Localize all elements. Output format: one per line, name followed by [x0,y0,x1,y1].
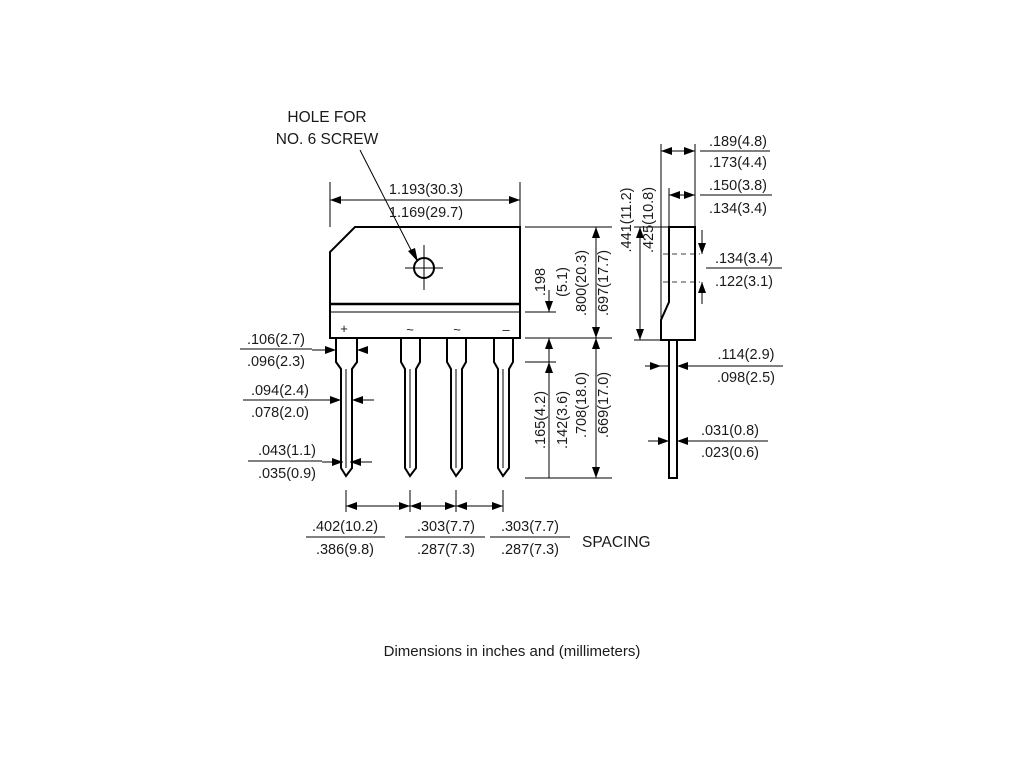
svg-text:.106(2.7): .106(2.7) [247,332,305,348]
svg-text:.198: .198 [533,268,549,296]
dim-front-vertical: .198 (5.1) .800(20.3) .697(17.7) .165(4.… [525,226,612,479]
svg-text:.303(7.7): .303(7.7) [417,519,475,535]
pin-symbol-ac2: ~ [453,322,461,337]
dim-pin-width: .094(2.4) .078(2.0) [243,383,374,421]
svg-text:.134(3.4): .134(3.4) [709,201,767,217]
svg-text:.386(9.8): .386(9.8) [316,542,374,558]
svg-text:.402(10.2): .402(10.2) [312,519,378,535]
svg-text:.287(7.3): .287(7.3) [417,542,475,558]
pin-symbol-ac1: ~ [406,322,414,337]
svg-text:.122(3.1): .122(3.1) [715,274,773,290]
pin-symbol-plus: + [340,321,348,336]
svg-text:.096(2.3): .096(2.3) [247,354,305,370]
svg-text:.094(2.4): .094(2.4) [251,383,309,399]
pin-1 [335,338,358,478]
svg-text:.669(17.0): .669(17.0) [596,372,612,438]
svg-text:.114(2.9): .114(2.9) [718,347,775,363]
svg-text:.425(10.8): .425(10.8) [641,187,657,253]
svg-text:.142(3.6): .142(3.6) [555,391,571,449]
svg-text:.165(4.2): .165(4.2) [533,391,549,449]
svg-text:.441(11.2): .441(11.2) [619,187,635,252]
pin-symbol-minus: – [502,322,510,337]
svg-text:.134(3.4): .134(3.4) [715,251,773,267]
svg-text:1.169(29.7): 1.169(29.7) [389,205,463,221]
svg-text:.078(2.0): .078(2.0) [251,405,309,421]
dim-body-width: 1.193(30.3) 1.169(29.7) [329,182,521,227]
svg-text:.031(0.8): .031(0.8) [701,423,759,439]
svg-text:(5.1): (5.1) [555,267,571,297]
svg-text:.150(3.8): .150(3.8) [709,178,767,194]
caption: Dimensions in inches and (millimeters) [384,643,641,660]
side-view: .189(4.8) .173(4.4) .150(3.8) .134(3.4) … [619,134,783,479]
hole-callout: HOLE FOR NO. 6 SCREW [276,109,418,262]
svg-text:1.193(30.3): 1.193(30.3) [389,182,463,198]
svg-text:.173(4.4): .173(4.4) [709,155,767,171]
svg-text:.303(7.7): .303(7.7) [501,519,559,535]
pin-3 [446,338,467,478]
svg-text:.098(2.5): .098(2.5) [717,370,775,386]
side-lead [668,340,678,479]
svg-text:.023(0.6): .023(0.6) [701,445,759,461]
pin-2 [400,338,421,478]
hole-label-line1: HOLE FOR [287,109,366,126]
svg-text:.287(7.3): .287(7.3) [501,542,559,558]
side-body-outline [660,226,696,341]
svg-text:.043(1.1): .043(1.1) [258,443,316,459]
hole-label-line2: NO. 6 SCREW [276,131,379,148]
svg-text:.035(0.9): .035(0.9) [258,466,316,482]
svg-text:.189(4.8): .189(4.8) [709,134,767,150]
svg-text:.708(18.0): .708(18.0) [574,372,590,438]
svg-text:.697(17.7): .697(17.7) [596,250,612,316]
dim-pin-shoulder: .106(2.7) .096(2.3) [240,332,368,370]
front-body-outline [329,226,521,339]
dim-pin-tip: .043(1.1) .035(0.9) [248,443,372,482]
pin-4 [493,338,514,478]
dim-spacing: .402(10.2) .386(9.8) .303(7.7) .287(7.3)… [306,490,651,558]
spacing-label: SPACING [582,534,651,551]
front-view: + ~ ~ – [329,226,521,478]
svg-text:.800(20.3): .800(20.3) [574,250,590,316]
